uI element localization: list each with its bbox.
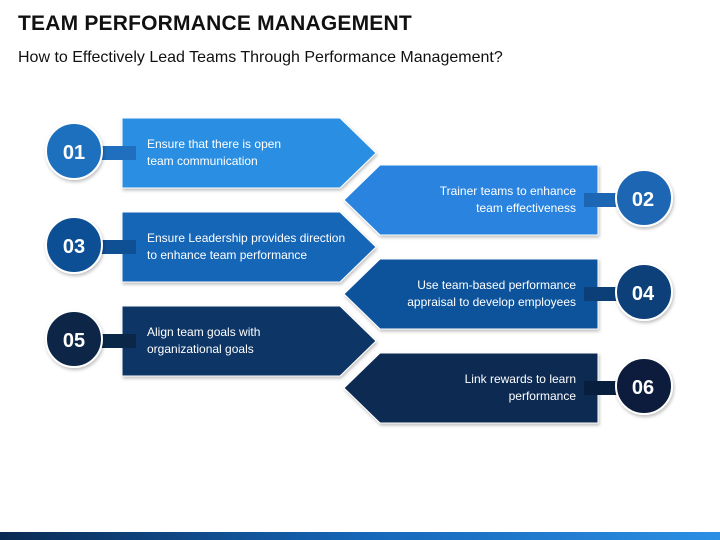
step-5-text: Align team goals with organizational goa… [147, 324, 260, 358]
step-3-circle [45, 216, 103, 274]
step-5-circle [45, 310, 103, 368]
page-subtitle: How to Effectively Lead Teams Through Pe… [18, 49, 503, 66]
step-4-line-1: Use team-based performance [417, 278, 576, 292]
step-6-connector [584, 381, 620, 395]
step-5-line-2: organizational goals [147, 342, 254, 356]
step-1-line-2: team communication [147, 154, 258, 168]
step-2-line-1: Trainer teams to enhance [439, 184, 576, 198]
step-4-circle [615, 263, 673, 321]
step-1-number: 01 [62, 142, 86, 164]
step-5-arrow [121, 305, 377, 377]
step-6-line-1: Link rewards to learn [464, 372, 576, 386]
step-2-circle [615, 169, 673, 227]
step-1-line-1: Ensure that there is open [147, 137, 282, 151]
step-6-line-2: performance [508, 389, 576, 403]
step-1-circle [45, 122, 103, 180]
step-4-text: Use team-based performance appraisal to … [360, 277, 576, 311]
step-2-number: 02 [631, 189, 655, 211]
step-3-line-2: to enhance team performance [147, 248, 308, 262]
step-1-arrow [121, 117, 377, 189]
step-4-line-2: appraisal to develop employees [407, 295, 576, 309]
step-6-circle [615, 357, 673, 415]
step-4-number: 04 [631, 283, 655, 305]
step-4-connector [584, 287, 620, 301]
step-3-line-1: Ensure Leadership provides direction [147, 231, 346, 245]
step-4-arrow [343, 258, 599, 330]
page-title: TEAM PERFORMANCE MANAGEMENT [18, 12, 412, 35]
step-6-number: 06 [631, 377, 655, 399]
step-6-text: Link rewards to learn performance [360, 371, 576, 405]
step-3-text: Ensure Leadership provides direction to … [147, 230, 345, 264]
step-1-connector [100, 146, 136, 160]
step-2-arrow [343, 164, 599, 236]
step-2-text: Trainer teams to enhance team effectiven… [360, 183, 576, 217]
bottom-accent-bar [0, 532, 720, 540]
step-3-connector [100, 240, 136, 254]
step-1-text: Ensure that there is open team communica… [147, 136, 281, 170]
step-6-arrow [343, 352, 599, 424]
step-2-connector [584, 193, 620, 207]
step-2-line-2: team effectiveness [476, 201, 576, 215]
step-5-connector [100, 334, 136, 348]
step-5-line-1: Align team goals with [147, 325, 261, 339]
step-3-number: 03 [62, 236, 86, 258]
step-3-arrow [121, 211, 377, 283]
step-5-number: 05 [62, 330, 86, 352]
